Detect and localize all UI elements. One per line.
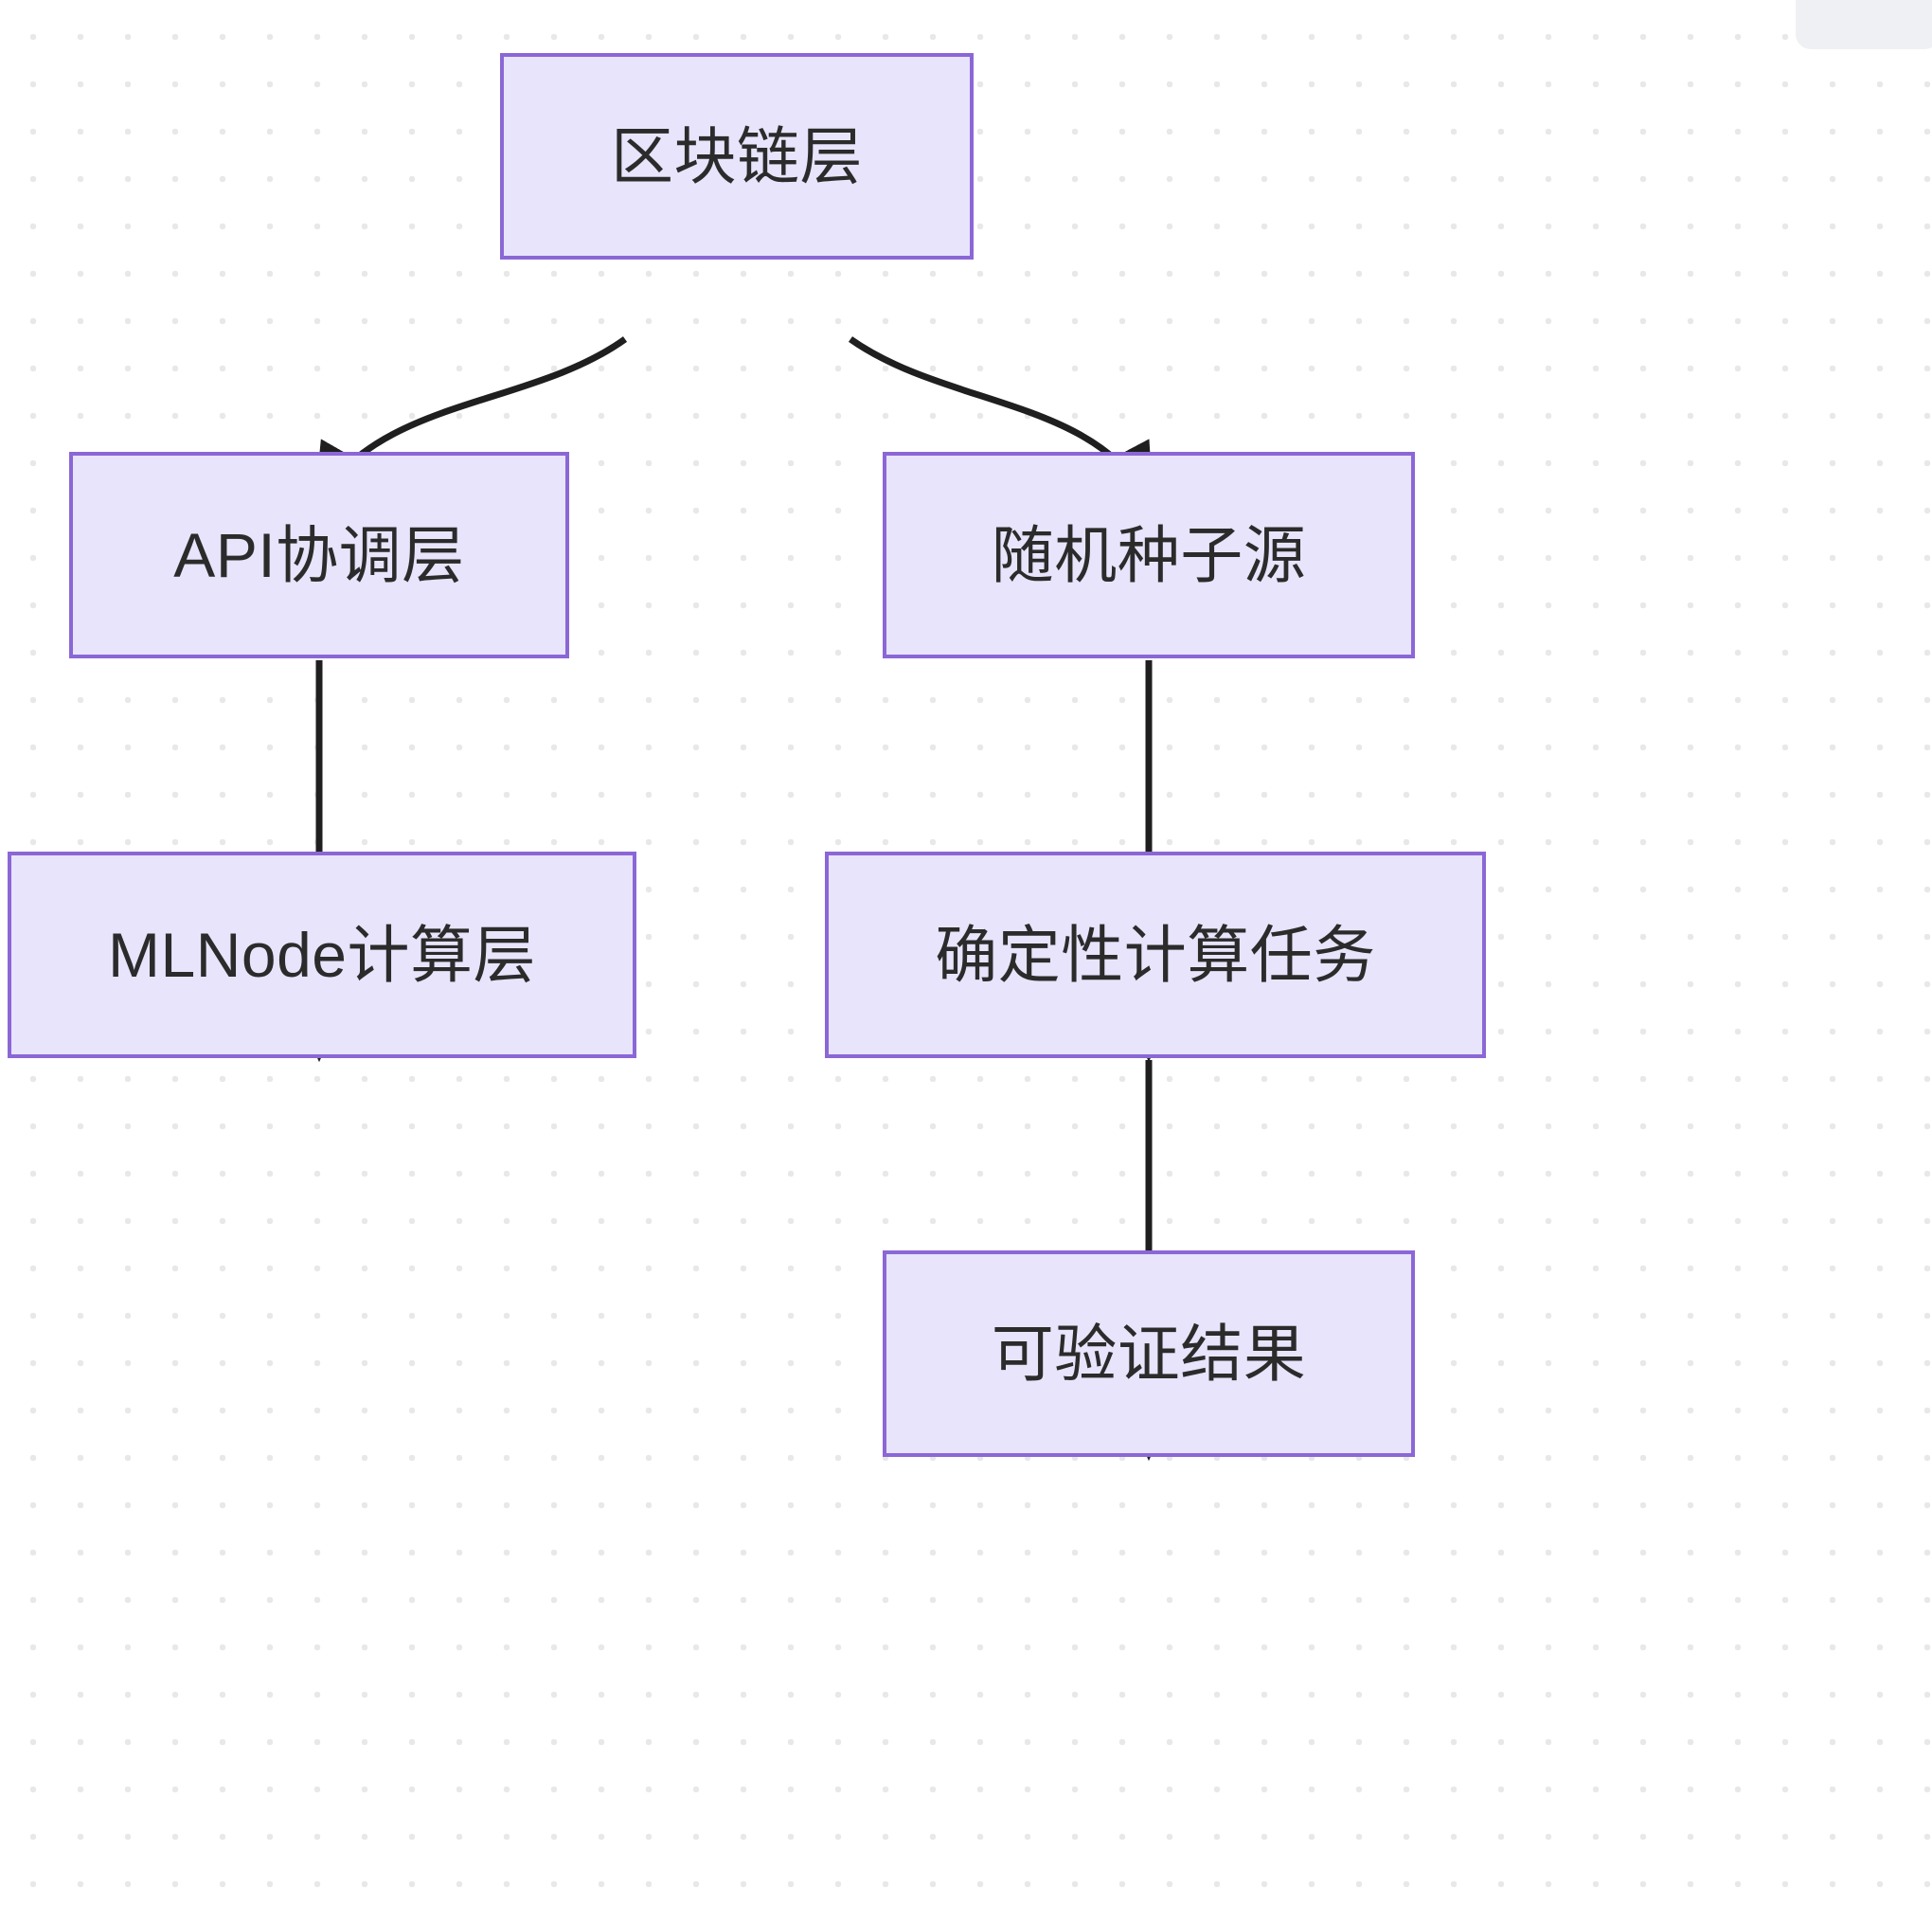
node-deterministic-compute-task[interactable]: 确定性计算任务 bbox=[825, 852, 1486, 1058]
node-label-blockchain-layer: 区块链层 bbox=[611, 120, 863, 191]
node-random-seed-source[interactable]: 随机种子源 bbox=[883, 452, 1415, 658]
node-label-api-layer: API协调层 bbox=[173, 519, 465, 590]
node-verifiable-result[interactable]: 可验证结果 bbox=[883, 1250, 1415, 1457]
node-api-layer[interactable]: API协调层 bbox=[69, 452, 569, 658]
node-mlnode-compute-layer[interactable]: MLNode计算层 bbox=[8, 852, 636, 1058]
top-right-panel-corner bbox=[1796, 0, 1932, 49]
node-blockchain-layer[interactable]: 区块链层 bbox=[500, 53, 974, 260]
node-label-random-seed-source: 随机种子源 bbox=[991, 519, 1307, 590]
node-label-verifiable-result: 可验证结果 bbox=[991, 1318, 1307, 1389]
node-label-deterministic-compute-task: 确定性计算任务 bbox=[935, 919, 1376, 990]
node-label-mlnode-compute-layer: MLNode计算层 bbox=[108, 919, 536, 990]
